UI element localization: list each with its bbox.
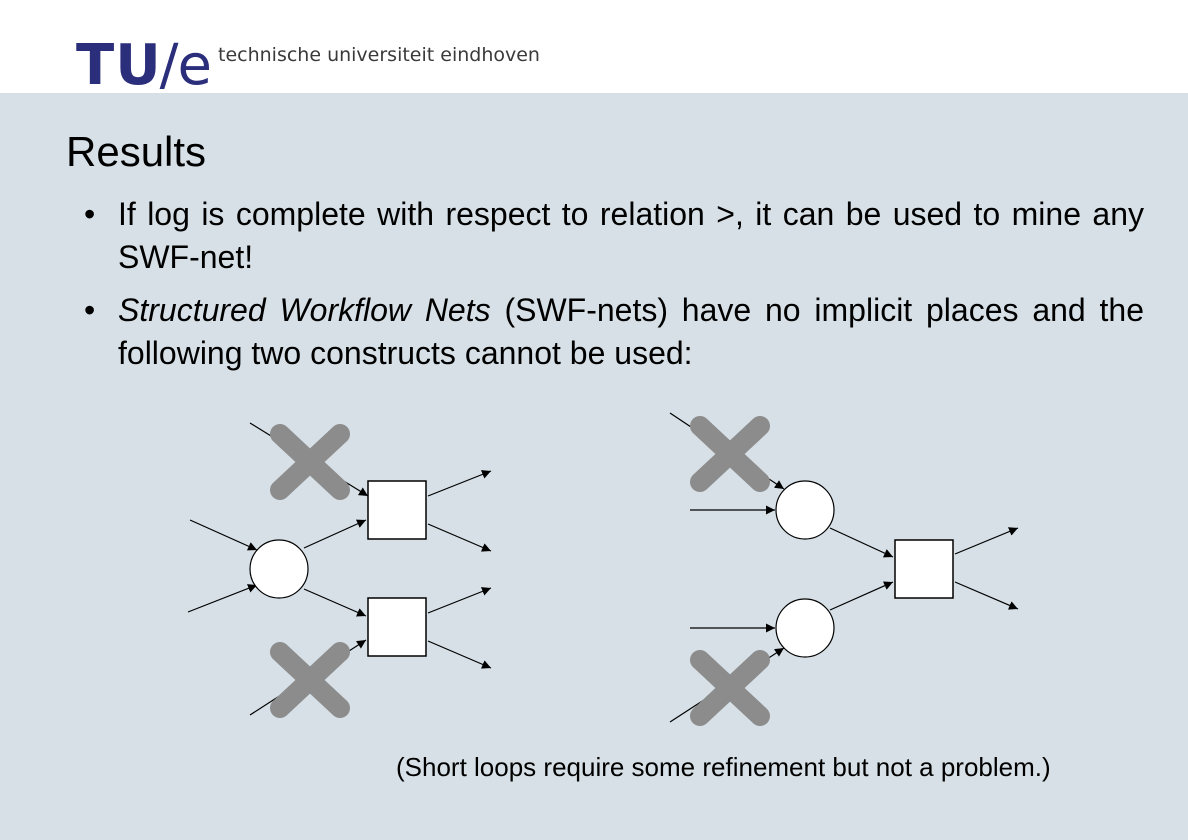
footnote: (Short loops require some refinement but… bbox=[396, 752, 1051, 782]
bullet-italic-term: Structured Workflow Nets bbox=[118, 292, 491, 328]
arc bbox=[829, 581, 894, 611]
bullet-list: • If log is complete with respect to rel… bbox=[84, 193, 1144, 385]
tue-logo: TU/e bbox=[76, 36, 213, 96]
arc-out bbox=[427, 523, 492, 552]
cross-icon bbox=[270, 424, 350, 500]
arc-out bbox=[954, 581, 1019, 610]
cross-icon bbox=[690, 416, 770, 492]
header: TU/e technische universiteit eindhoven bbox=[0, 0, 1188, 96]
arc-in bbox=[189, 519, 258, 551]
bullet-dot: • bbox=[84, 196, 96, 232]
arc bbox=[303, 588, 367, 617]
arc-out bbox=[427, 470, 492, 497]
arc-in bbox=[187, 584, 258, 613]
bullet-text: If log is complete with respect to relat… bbox=[118, 196, 1144, 275]
cross-icon bbox=[270, 642, 350, 718]
transition bbox=[894, 539, 954, 599]
slide-title: Results bbox=[66, 128, 207, 175]
place bbox=[775, 480, 835, 540]
bullet-dot: • bbox=[84, 292, 96, 328]
university-tagline: technische universiteit eindhoven bbox=[218, 44, 540, 66]
logo-e: e bbox=[177, 33, 213, 98]
arc-out bbox=[427, 587, 492, 614]
bullet-item: • Structured Workflow Nets (SWF-nets) ha… bbox=[84, 289, 1144, 375]
arc-out bbox=[427, 640, 492, 669]
logo-slash: / bbox=[159, 33, 180, 98]
bullet-text: (SWF-nets) have no implicit places and t… bbox=[118, 292, 1145, 371]
cross-icon bbox=[690, 650, 770, 726]
arc-out bbox=[954, 527, 1019, 555]
transition bbox=[367, 597, 427, 657]
place bbox=[775, 598, 835, 658]
arc bbox=[829, 527, 894, 558]
right-construct bbox=[669, 412, 1019, 726]
logo-tu: TU bbox=[76, 33, 162, 98]
slide-body bbox=[0, 93, 1188, 840]
place bbox=[249, 539, 309, 599]
arc bbox=[303, 519, 367, 549]
transition bbox=[367, 480, 427, 540]
bullet-item: • If log is complete with respect to rel… bbox=[84, 193, 1144, 279]
left-construct bbox=[187, 422, 492, 718]
